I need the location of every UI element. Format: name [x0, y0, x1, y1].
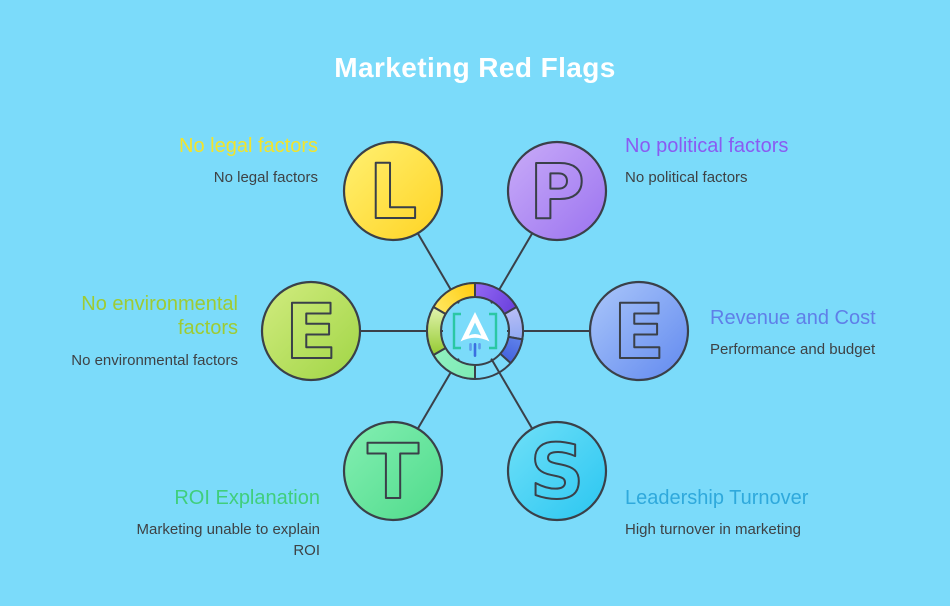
- ring-segment-economic: [503, 306, 524, 341]
- label-legal: No legal factors No legal factors: [179, 134, 318, 189]
- node-desc: No political factors: [625, 169, 748, 187]
- ring-segment-political: [474, 282, 518, 315]
- node-letter-social: S: [530, 427, 585, 516]
- logo-bar-icon: [469, 343, 472, 351]
- logo-bracket-right-icon: [489, 312, 498, 350]
- node-circle-social: [506, 420, 608, 522]
- label-technological: ROI Explanation Marketing unable to expl…: [115, 486, 320, 561]
- node-title: No legal factors: [179, 135, 318, 157]
- node-desc: Performance and budget: [710, 341, 876, 359]
- node-letter-economic: E: [613, 287, 665, 376]
- ring-segment-economic-2: [499, 335, 524, 365]
- node-title: No environmental factors: [81, 293, 238, 340]
- ring-segment-social: [432, 347, 476, 380]
- node-circle-legal: [342, 140, 444, 242]
- logo-a-icon: [460, 312, 490, 342]
- node-desc: No legal factors: [213, 169, 318, 187]
- label-social: Leadership Turnover High turnover in mar…: [625, 486, 808, 541]
- node-circle-environmental: [260, 280, 362, 382]
- node-title: Leadership Turnover: [625, 487, 809, 509]
- node-title: ROI Explanation: [174, 487, 320, 509]
- logo-bracket-left-icon: [452, 312, 461, 350]
- label-political: No political factors No political factor…: [625, 134, 788, 189]
- logo-bar-icon: [473, 343, 477, 357]
- logo-bar-icon: [478, 343, 481, 350]
- node-letter-political: P: [529, 147, 585, 236]
- node-desc: No environmental factors: [71, 351, 238, 369]
- ring-segment-environmental: [426, 306, 447, 356]
- node-title: Revenue and Cost: [710, 307, 876, 329]
- page-title: Marketing Red Flags: [334, 52, 616, 83]
- node-letter-technological: T: [367, 427, 419, 516]
- label-economic: Revenue and Cost Performance and budget: [710, 306, 876, 361]
- node-circle-economic: [588, 280, 690, 382]
- label-environmental: No environmental factors No environmenta…: [53, 292, 238, 371]
- node-title: No political factors: [625, 135, 789, 157]
- ring-segment-legal: [432, 282, 476, 315]
- node-circle-technological: [342, 420, 444, 522]
- ahaslides-logo: [452, 312, 498, 357]
- node-letter-legal: L: [369, 147, 417, 236]
- node-desc: Marketing unable to explain ROI: [136, 521, 320, 559]
- node-desc: High turnover in marketing: [625, 521, 801, 539]
- node-circle-political: [506, 140, 608, 242]
- node-letter-environmental: E: [285, 287, 337, 376]
